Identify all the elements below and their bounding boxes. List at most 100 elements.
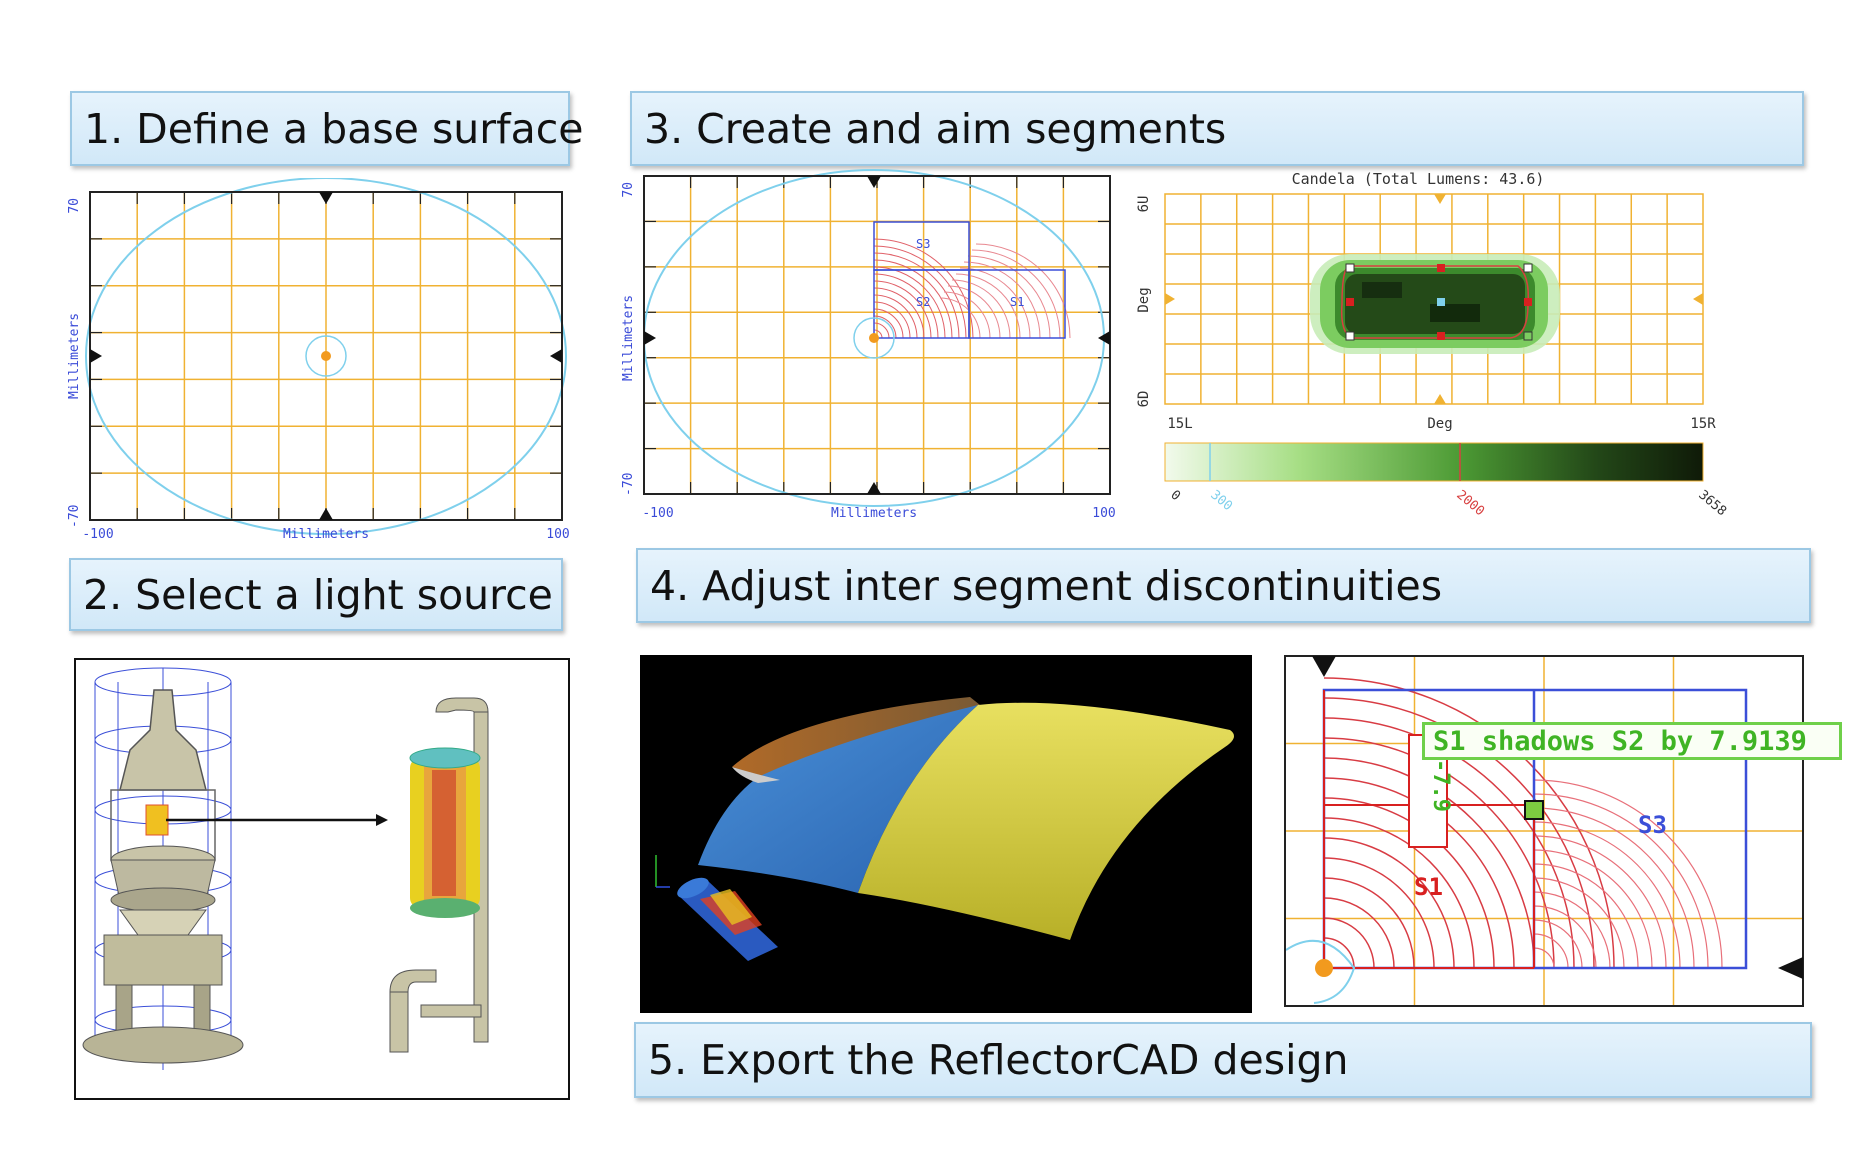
plot2-grid [644,176,1110,494]
segments-plot: S3 S2 S1 70 -70 Millimeters -100 Millime… [620,162,1120,524]
contour-line [971,249,1061,339]
contour-line [873,259,953,339]
zoom-detail-panel: -7.9 S1 S3 [1284,655,1804,1013]
contour-line [1533,919,1583,969]
zoom-frame [1284,655,1804,1007]
render-3d-panel [640,655,1252,1013]
scale-label-300: 300 [1207,488,1235,515]
filament-coil [409,747,481,918]
contour-line [975,243,1071,339]
contour-line [951,279,1011,339]
marker-right [1693,293,1703,305]
source-dot [1315,959,1333,977]
segment-label-s2: S2 [916,295,930,309]
segments-svg: S3 S2 S1 70 -70 Millimeters -100 Millime… [621,169,1116,521]
shadow-annotation-text: S1 shadows S2 by 7.9139 [1433,725,1807,757]
step-3-title: 3. Create and aim segments [630,91,1804,166]
candela-plot: Candela (Total Lumens: 43.6) 6U [1130,164,1740,534]
contour-line [1533,877,1625,969]
scale-label-2000: 2000 [1453,488,1487,520]
reflector-outline [85,178,567,535]
candela-xmid: Deg [1427,416,1452,432]
scale-label-0: 0 [1167,488,1183,505]
marker-bottom [319,508,333,520]
lamp-body [82,689,244,1064]
marker-top [867,176,881,188]
marker-top [1434,194,1446,204]
segment-label-s3: S3 [916,237,930,251]
step-5-label: 5. Export the ReflectorCAD design [648,1036,1349,1084]
marker-top [319,192,333,204]
plot2-ymin: -70 [621,473,636,496]
shadow-handle [1524,800,1544,820]
step-4-label: 4. Adjust inter segment discontinuities [650,561,1443,610]
contour-line [873,315,897,339]
step-2-title: 2. Select a light source [69,558,563,631]
zoom-label-s3: S3 [1638,811,1667,839]
segment-s2-surface [698,705,978,893]
contour-line [1533,849,1653,969]
source-dot [321,351,331,361]
contour-line [1323,837,1455,969]
segment-label-s1: S1 [1010,295,1024,309]
scale-label-3658: 3658 [1695,488,1729,520]
candela-xleft: 15L [1167,416,1192,432]
contour-line [873,266,946,339]
contour-line [1533,891,1611,969]
segment-s1-surface [858,702,1234,940]
contour-line [1323,777,1515,969]
contour-line [873,280,932,339]
contour-line [1533,933,1569,969]
marker-right [550,349,562,363]
source-arc [1285,939,1356,1004]
step-2-label: 2. Select a light source [83,570,553,619]
candela-ymid: Deg [1136,287,1152,312]
contour-line [1323,877,1415,969]
lamp-model [655,855,778,961]
step-4-title: 4. Adjust inter segment discontinuities [636,548,1811,623]
plot1-xmax: 100 [546,527,569,542]
contour-line [943,291,991,339]
plot1-ymax: 70 [67,198,82,214]
candela-ybot: 6D [1136,391,1152,408]
segment-s3-surface [732,697,980,780]
plot1-ylabel: Millimeters [67,313,82,399]
beam-pattern [1310,254,1560,354]
source-ring [853,317,895,359]
render-3d-svg [655,697,1234,961]
base-surface-svg: 70 -70 Millimeters -100 Millimeters 100 [67,178,570,542]
marker-right [1778,957,1803,979]
base-surface-plot: 70 -70 Millimeters -100 Millimeters 100 [60,178,580,548]
plot2-ylabel: Millimeters [621,295,636,381]
contour-line [1323,897,1395,969]
plot1-xmin: -100 [82,527,113,542]
zoom-detail-svg: -7.9 S1 S3 [1284,655,1804,1007]
contour-line [873,294,918,339]
contour-line [873,301,911,339]
contour-line [873,252,960,339]
contour-line [967,255,1051,339]
contour-line [1533,821,1681,969]
contour-line [1533,793,1709,969]
contour-line [1323,757,1535,969]
step-3-label: 3. Create and aim segments [644,104,1227,153]
contour-line [1533,779,1723,969]
contour-line [1533,863,1639,969]
contour-line [947,285,1001,339]
plot1-xlabel: Millimeters [283,527,369,542]
plot2-ymax: 70 [621,182,636,198]
contour-line [1323,677,1615,969]
contour-line [873,287,925,339]
candela-color-scale [1164,442,1704,482]
marker-bottom [867,482,881,494]
marker-left [1165,293,1175,305]
contour-line [1323,917,1375,969]
marker-bottom [1434,394,1446,404]
contour-line [1533,905,1597,969]
step-1-label: 1. Define a base surface [84,104,584,153]
segment-gap [732,767,780,783]
segment-contours [873,238,1071,339]
shadow-measure-value: -7.9 [1428,759,1453,812]
plot2-xlabel: Millimeters [831,506,917,521]
contour-line [1533,807,1695,969]
